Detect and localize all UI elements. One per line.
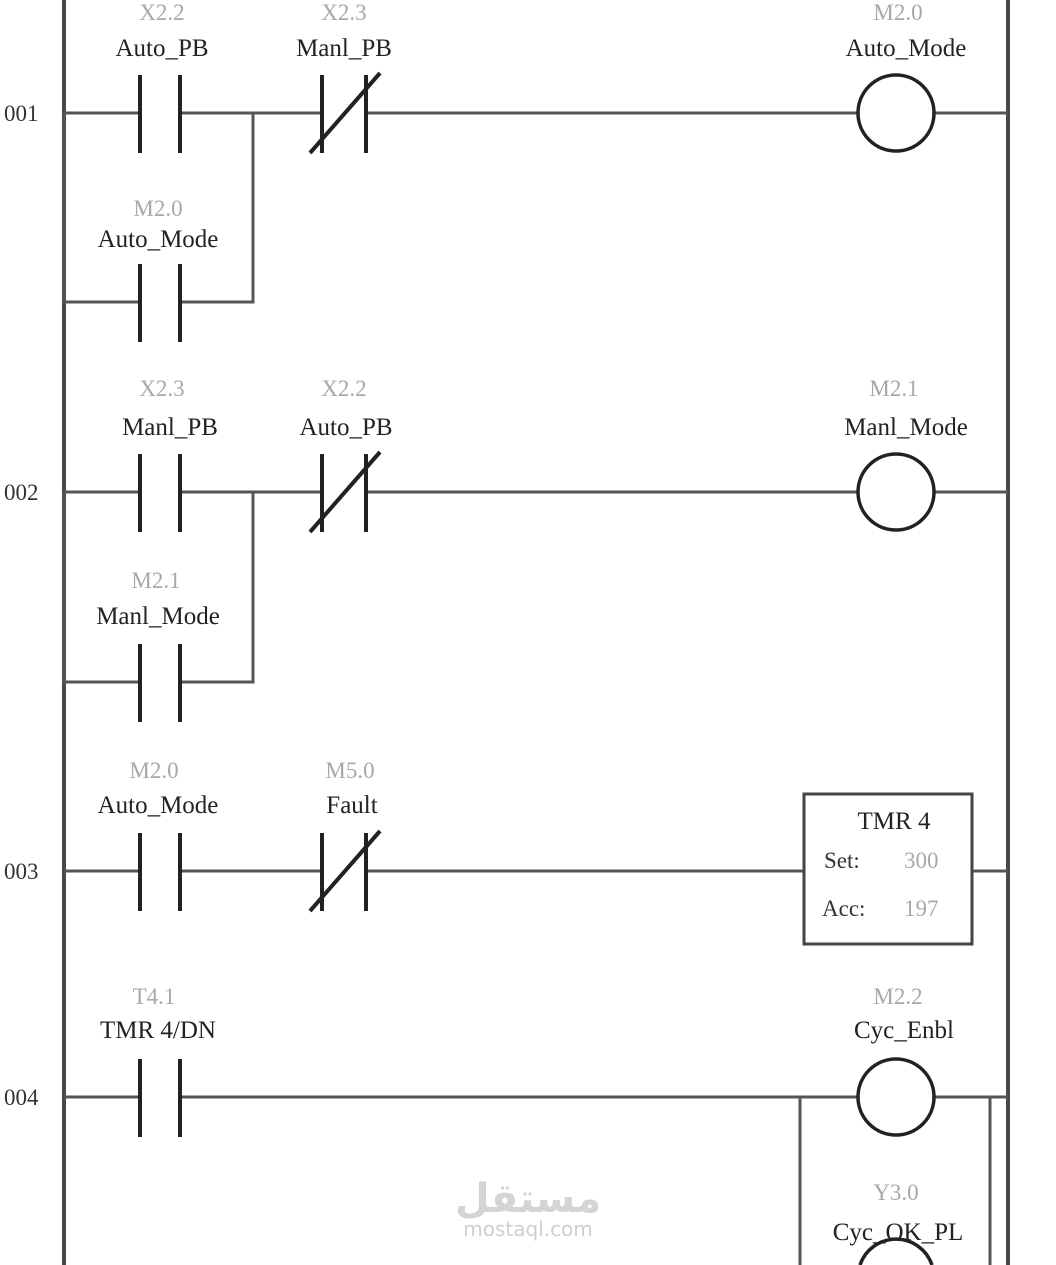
rung-number: 003 bbox=[4, 859, 39, 884]
output-coil-partial bbox=[858, 1237, 934, 1265]
contact-address: M2.0 bbox=[129, 758, 178, 783]
rung-004: 004 T4.1 TMR 4/DN M2.2 Cyc_Enbl Y3.0 Cyc… bbox=[4, 984, 1008, 1265]
timer-set-label: Set: bbox=[824, 848, 860, 873]
output-coil bbox=[856, 452, 936, 532]
output-coil bbox=[856, 73, 936, 153]
timer-box bbox=[802, 792, 974, 946]
contact-address: X2.3 bbox=[139, 376, 184, 401]
timer-set-value: 300 bbox=[904, 848, 939, 873]
no-contact bbox=[138, 75, 182, 153]
contact-address: X2.2 bbox=[321, 376, 366, 401]
rung-003: 003 M2.0 Auto_Mode M5.0 Fault TMR 4 Set:… bbox=[4, 758, 1008, 946]
contact-tag: Auto_Mode bbox=[98, 792, 219, 819]
branch-wire bbox=[62, 113, 255, 304]
rung-number: 004 bbox=[4, 1085, 39, 1110]
watermark-arabic: مستقل bbox=[455, 1176, 601, 1222]
contact-tag: Manl_Mode bbox=[96, 603, 220, 630]
rung-002: 002 X2.3 Manl_PB X2.2 Auto_PB M2.1 Manl_… bbox=[4, 376, 1008, 722]
timer-title: TMR 4 bbox=[858, 808, 931, 835]
output-branch-wire bbox=[798, 1097, 992, 1265]
contact-address: X2.2 bbox=[139, 0, 184, 25]
contact-tag: Auto_PB bbox=[115, 35, 208, 62]
coil-address: M2.2 bbox=[873, 984, 922, 1009]
coil-tag: Manl_Mode bbox=[844, 414, 968, 441]
no-contact bbox=[138, 264, 182, 342]
contact-tag: Auto_PB bbox=[299, 414, 392, 441]
branch-wire bbox=[62, 492, 255, 684]
timer-block: TMR 4 Set: 300 Acc: 197 bbox=[802, 792, 974, 946]
coil-tag: Cyc_Enbl bbox=[854, 1017, 954, 1044]
contact-address: X2.3 bbox=[321, 0, 366, 25]
contact-address: M5.0 bbox=[325, 758, 374, 783]
contact-tag: Fault bbox=[326, 792, 377, 819]
coil-tag: Auto_Mode bbox=[846, 35, 967, 62]
coil-tag: Cyc_OK_PL bbox=[833, 1219, 964, 1246]
coil-address: M2.0 bbox=[873, 0, 922, 25]
contact-tag: Auto_Mode bbox=[98, 226, 219, 253]
output-coil bbox=[856, 1057, 936, 1137]
rung-number: 001 bbox=[4, 101, 39, 126]
nc-contact bbox=[308, 450, 382, 534]
watermark-latin: mostaql.com bbox=[463, 1217, 593, 1241]
timer-acc-label: Acc: bbox=[822, 896, 865, 921]
contact-tag: Manl_PB bbox=[122, 414, 218, 441]
rung-number: 002 bbox=[4, 480, 39, 505]
coil-address: Y3.0 bbox=[873, 1180, 918, 1205]
no-contact bbox=[138, 1059, 182, 1137]
no-contact bbox=[138, 833, 182, 911]
rung-001: 001 X2.2 Auto_PB X2.3 Manl_PB M2.0 Auto_… bbox=[4, 0, 1008, 342]
nc-contact bbox=[308, 829, 382, 913]
contact-tag: TMR 4/DN bbox=[100, 1017, 216, 1044]
contact-address: M2.0 bbox=[133, 196, 182, 221]
nc-contact bbox=[308, 71, 382, 155]
no-contact bbox=[138, 644, 182, 722]
coil-address: M2.1 bbox=[869, 376, 918, 401]
contact-tag: Manl_PB bbox=[296, 35, 392, 62]
contact-address: M2.1 bbox=[131, 568, 180, 593]
watermark: مستقل mostaql.com bbox=[455, 1176, 601, 1241]
timer-acc-value: 197 bbox=[904, 896, 939, 921]
no-contact bbox=[138, 454, 182, 532]
contact-address: T4.1 bbox=[133, 984, 176, 1009]
